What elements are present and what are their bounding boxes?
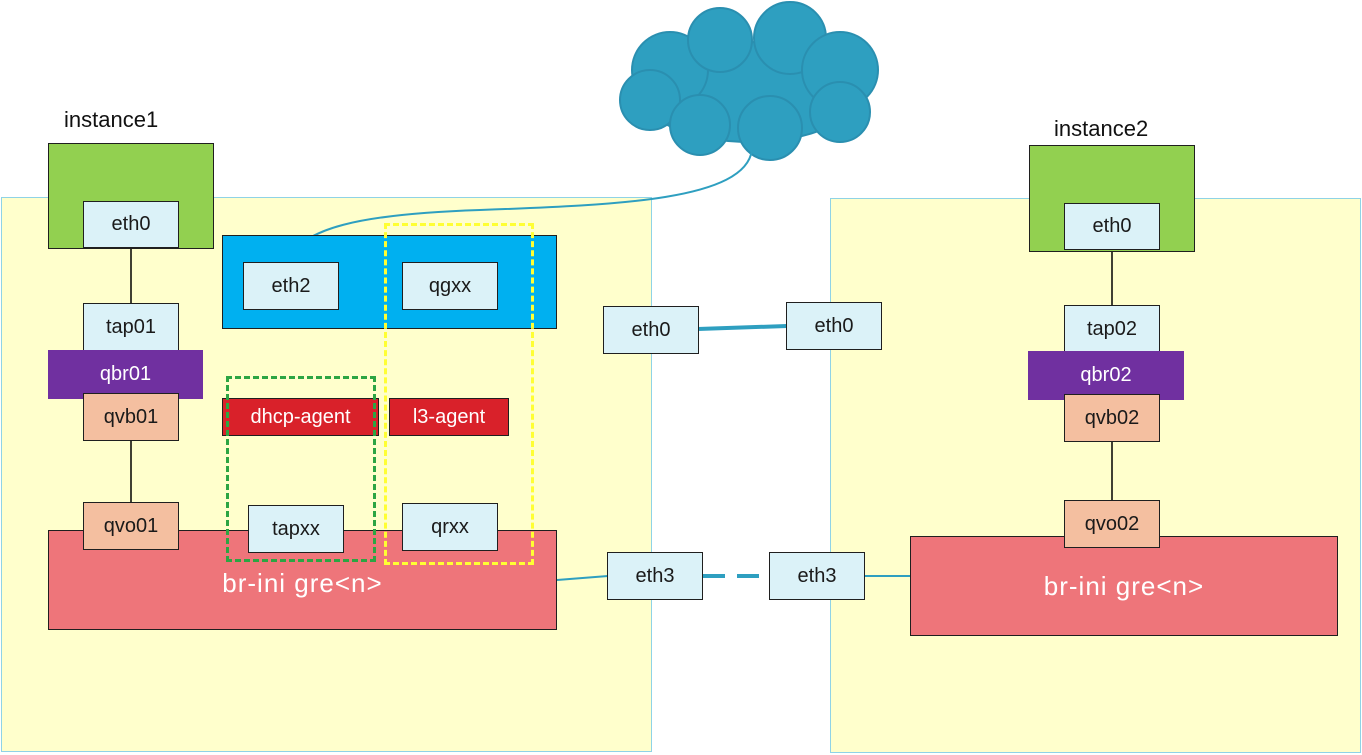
router-eth2[interactable]: eth2 [243,262,339,310]
tapxx-port[interactable]: tapxx [248,505,344,553]
qvo02-port[interactable]: qvo02 [1064,500,1160,548]
router-namespace-outline [384,223,534,565]
qbr01-bridge[interactable]: qbr01 [48,350,203,399]
instance2-eth0[interactable]: eth0 [1064,203,1160,250]
tap01-port[interactable]: tap01 [83,303,179,351]
host2-mgmt-eth0[interactable]: eth0 [786,302,882,350]
dhcp-namespace-outline [226,376,376,562]
host1-mgmt-eth0[interactable]: eth0 [603,306,699,354]
l3-agent[interactable]: l3-agent [389,398,509,436]
qvb02-port[interactable]: qvb02 [1064,394,1160,442]
router-qg-port[interactable]: qgxx [402,262,498,310]
qvb01-port[interactable]: qvb01 [83,393,179,441]
internet-cloud-icon [619,1,879,161]
instance2-label: instance2 [1054,116,1149,141]
qrxx-port[interactable]: qrxx [402,503,498,551]
compute-host-2 [830,198,1361,753]
host1-tunnel-eth3[interactable]: eth3 [607,552,703,600]
instance1-label: instance1 [64,107,159,132]
cloud-uplink [287,149,753,263]
dhcp-agent[interactable]: dhcp-agent [222,398,379,436]
host2-br-int[interactable]: br-ini gre<n> [910,536,1338,636]
qvo01-port[interactable]: qvo01 [83,502,179,550]
host2-tunnel-eth3[interactable]: eth3 [769,552,865,600]
qbr02-bridge[interactable]: qbr02 [1028,351,1184,400]
tap02-port[interactable]: tap02 [1064,305,1160,353]
instance1-eth0[interactable]: eth0 [83,201,179,248]
